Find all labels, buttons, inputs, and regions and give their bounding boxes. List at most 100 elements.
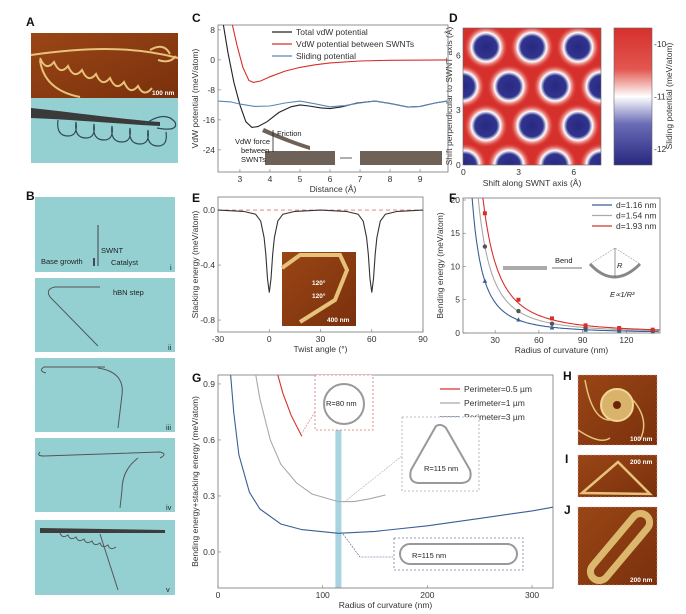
- x-tick-label: 3: [516, 167, 521, 177]
- heatmap-minimum: [463, 28, 472, 30]
- legend-label: Perimeter=0.5 µm: [464, 384, 532, 394]
- panel-label-b: B: [26, 189, 35, 203]
- panel-b: SWNT Base growth Catalyst i hBN step ii …: [35, 197, 175, 595]
- x-tick-label: 90: [418, 334, 428, 344]
- data-point: [650, 327, 655, 332]
- colorbar-tick-label: -11: [654, 92, 666, 102]
- data-point: [516, 308, 521, 314]
- afm-loops: [30, 45, 179, 98]
- heatmap-minimum: [592, 28, 601, 30]
- data-point: [549, 325, 555, 330]
- y-tick-label: 0: [210, 55, 215, 65]
- colorbar-tick-label: -10: [654, 39, 667, 49]
- x-tick-label: 120: [619, 335, 633, 345]
- y-tick-label: -0.4: [200, 260, 215, 270]
- panel-label-g: G: [192, 371, 201, 385]
- stage-label-v: v: [166, 585, 170, 594]
- panel-c-inset: Friction VdW force between SWNTs: [235, 128, 442, 165]
- stadium-loop: [399, 543, 518, 565]
- afm-image: [31, 33, 178, 98]
- x-tick-label: 90: [578, 335, 588, 345]
- plot-frame: [217, 374, 554, 589]
- x-axis-label: Twist angle (°): [294, 344, 348, 354]
- label-swnt: SWNT: [101, 246, 123, 255]
- y-axis-label: Shift perpendicular to SWNT axis (Å): [444, 26, 454, 165]
- legend-label: Perimeter=1 µm: [464, 398, 525, 408]
- data-point: [549, 321, 555, 326]
- panel-label-d: D: [449, 11, 458, 25]
- panel-label-e: E: [192, 191, 200, 205]
- legend-label: d=1.54 nm: [616, 211, 656, 221]
- panel-label-c: C: [192, 11, 201, 25]
- y-tick-label: -24: [203, 145, 216, 155]
- panel-labels: A B C D E F G H I J: [26, 11, 572, 517]
- x-tick-label: 6: [571, 167, 576, 177]
- x-tick-label: 4: [268, 174, 273, 184]
- panel-label-h: H: [563, 369, 572, 383]
- y-tick-label: 10: [451, 261, 461, 271]
- y-tick-label: 0.6: [203, 435, 215, 445]
- x-tick-label: 60: [534, 335, 544, 345]
- angle-label-1: 120°: [312, 279, 326, 287]
- label-r: R: [617, 261, 623, 270]
- stadium-structure: [586, 509, 654, 585]
- x-tick-label: 0: [461, 167, 466, 177]
- heatmap-minimum: [556, 103, 600, 148]
- panel-j: 200 nm: [577, 506, 658, 586]
- scale-bar-e: 400 nm: [327, 317, 350, 324]
- label-vdw-force-3: SWNTs: [241, 155, 266, 164]
- connector-blue: [342, 533, 394, 558]
- data-point: [583, 323, 588, 328]
- y-axis-label: Stacking energy (meV/atom): [190, 210, 200, 318]
- y-axis-label: Bending energy (meV/atom): [435, 212, 445, 318]
- swnt-bundle: [31, 108, 160, 126]
- x-tick-label: 200: [420, 590, 434, 600]
- series-line-1: [477, 198, 660, 332]
- stage-ii-tile: [35, 278, 175, 352]
- x-tick-label: 0: [267, 334, 272, 344]
- model-image: [31, 98, 178, 163]
- scale-bar-a: 100 nm: [152, 90, 175, 97]
- panel-g-insets: R=80 nm R=115 nm R=115 nm: [301, 374, 524, 571]
- swnt-path-v: [59, 532, 119, 591]
- straight-tube: [503, 266, 547, 270]
- series-line-1: [255, 375, 386, 503]
- label-catalyst: Catalyst: [111, 258, 139, 267]
- heatmap-minima: [463, 28, 601, 165]
- legend-label: VdW potential between SWNTs: [296, 39, 414, 49]
- stage-i-tile: [35, 197, 175, 272]
- stage-label-ii: ii: [168, 343, 172, 352]
- label-r80: R=80 nm: [326, 399, 357, 408]
- heatmap-minimum: [463, 64, 485, 109]
- ring-hole: [613, 401, 621, 409]
- x-tick-label: 5: [298, 174, 303, 184]
- y-tick-label: -8: [207, 85, 215, 95]
- x-tick-label: 30: [490, 335, 500, 345]
- scale-bar-h: 100 nm: [630, 436, 653, 443]
- stage-iii-tile: [35, 358, 175, 432]
- panel-e-inset: 120° 120° 400 nm: [280, 252, 356, 326]
- triangle-inset-box: [401, 416, 480, 492]
- y-tick-label: 5: [455, 295, 460, 305]
- y-tick-label: 0.0: [203, 547, 215, 557]
- data-point: [482, 211, 487, 216]
- connector-gray: [342, 455, 403, 504]
- label-vdw-force-1: VdW force: [235, 137, 270, 146]
- heatmap-minimum: [487, 64, 531, 109]
- x-tick-label: 9: [418, 174, 423, 184]
- y-tick-label: -16: [203, 115, 216, 125]
- stage-label-iii: iii: [166, 423, 171, 432]
- swnt-path-iii: [40, 366, 123, 429]
- x-tick-label: -30: [212, 334, 225, 344]
- scale-bar-i: 200 nm: [630, 459, 653, 466]
- heatmap-minimum: [463, 143, 487, 165]
- swnt-pair-right: [360, 151, 442, 165]
- highlight-band: [335, 430, 342, 588]
- stage-label-i: i: [170, 263, 172, 272]
